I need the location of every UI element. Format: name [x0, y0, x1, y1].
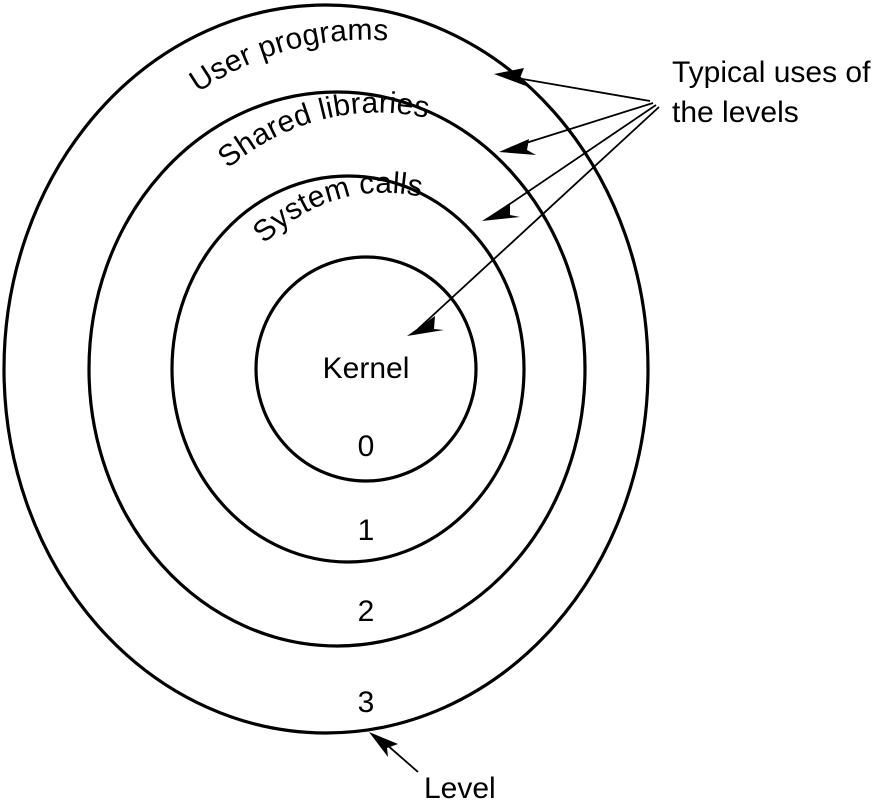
ring-level-0: [254, 255, 478, 483]
arrowhead-system-calls: [482, 203, 520, 221]
ring-level-1: [170, 174, 526, 564]
arrowhead-user-programs: [494, 68, 526, 86]
arrowhead-kernel: [407, 316, 444, 336]
ring-label-shared-libraries: Shared libraries: [212, 86, 433, 174]
level-caption-group: Level: [369, 732, 496, 804]
level-number-3: 3: [358, 686, 375, 719]
arrowhead-level-caption: [369, 732, 398, 757]
ring-level-3: [2, 3, 650, 735]
leader-line-shared-libraries: [509, 102, 654, 149]
ring-label-kernel: Kernel: [323, 352, 410, 385]
ring-level-2: [87, 90, 587, 648]
typical-uses-line-2: the levels: [672, 96, 799, 129]
level-number-2: 2: [358, 595, 375, 628]
typical-uses-line-1: Typical uses of: [672, 56, 871, 89]
level-number-1: 1: [358, 514, 375, 547]
typical-uses-leader-lines: [417, 75, 660, 330]
leader-line-user-programs: [504, 75, 651, 102]
ring-label-system-calls: System calls: [247, 167, 426, 250]
level-caption-label: Level: [424, 772, 496, 804]
leader-line-kernel: [417, 106, 660, 330]
arrowhead-shared-libraries: [499, 139, 536, 155]
typical-uses-arrowheads: [407, 68, 536, 336]
level-number-0: 0: [358, 430, 375, 463]
leader-line-system-calls: [491, 104, 657, 217]
